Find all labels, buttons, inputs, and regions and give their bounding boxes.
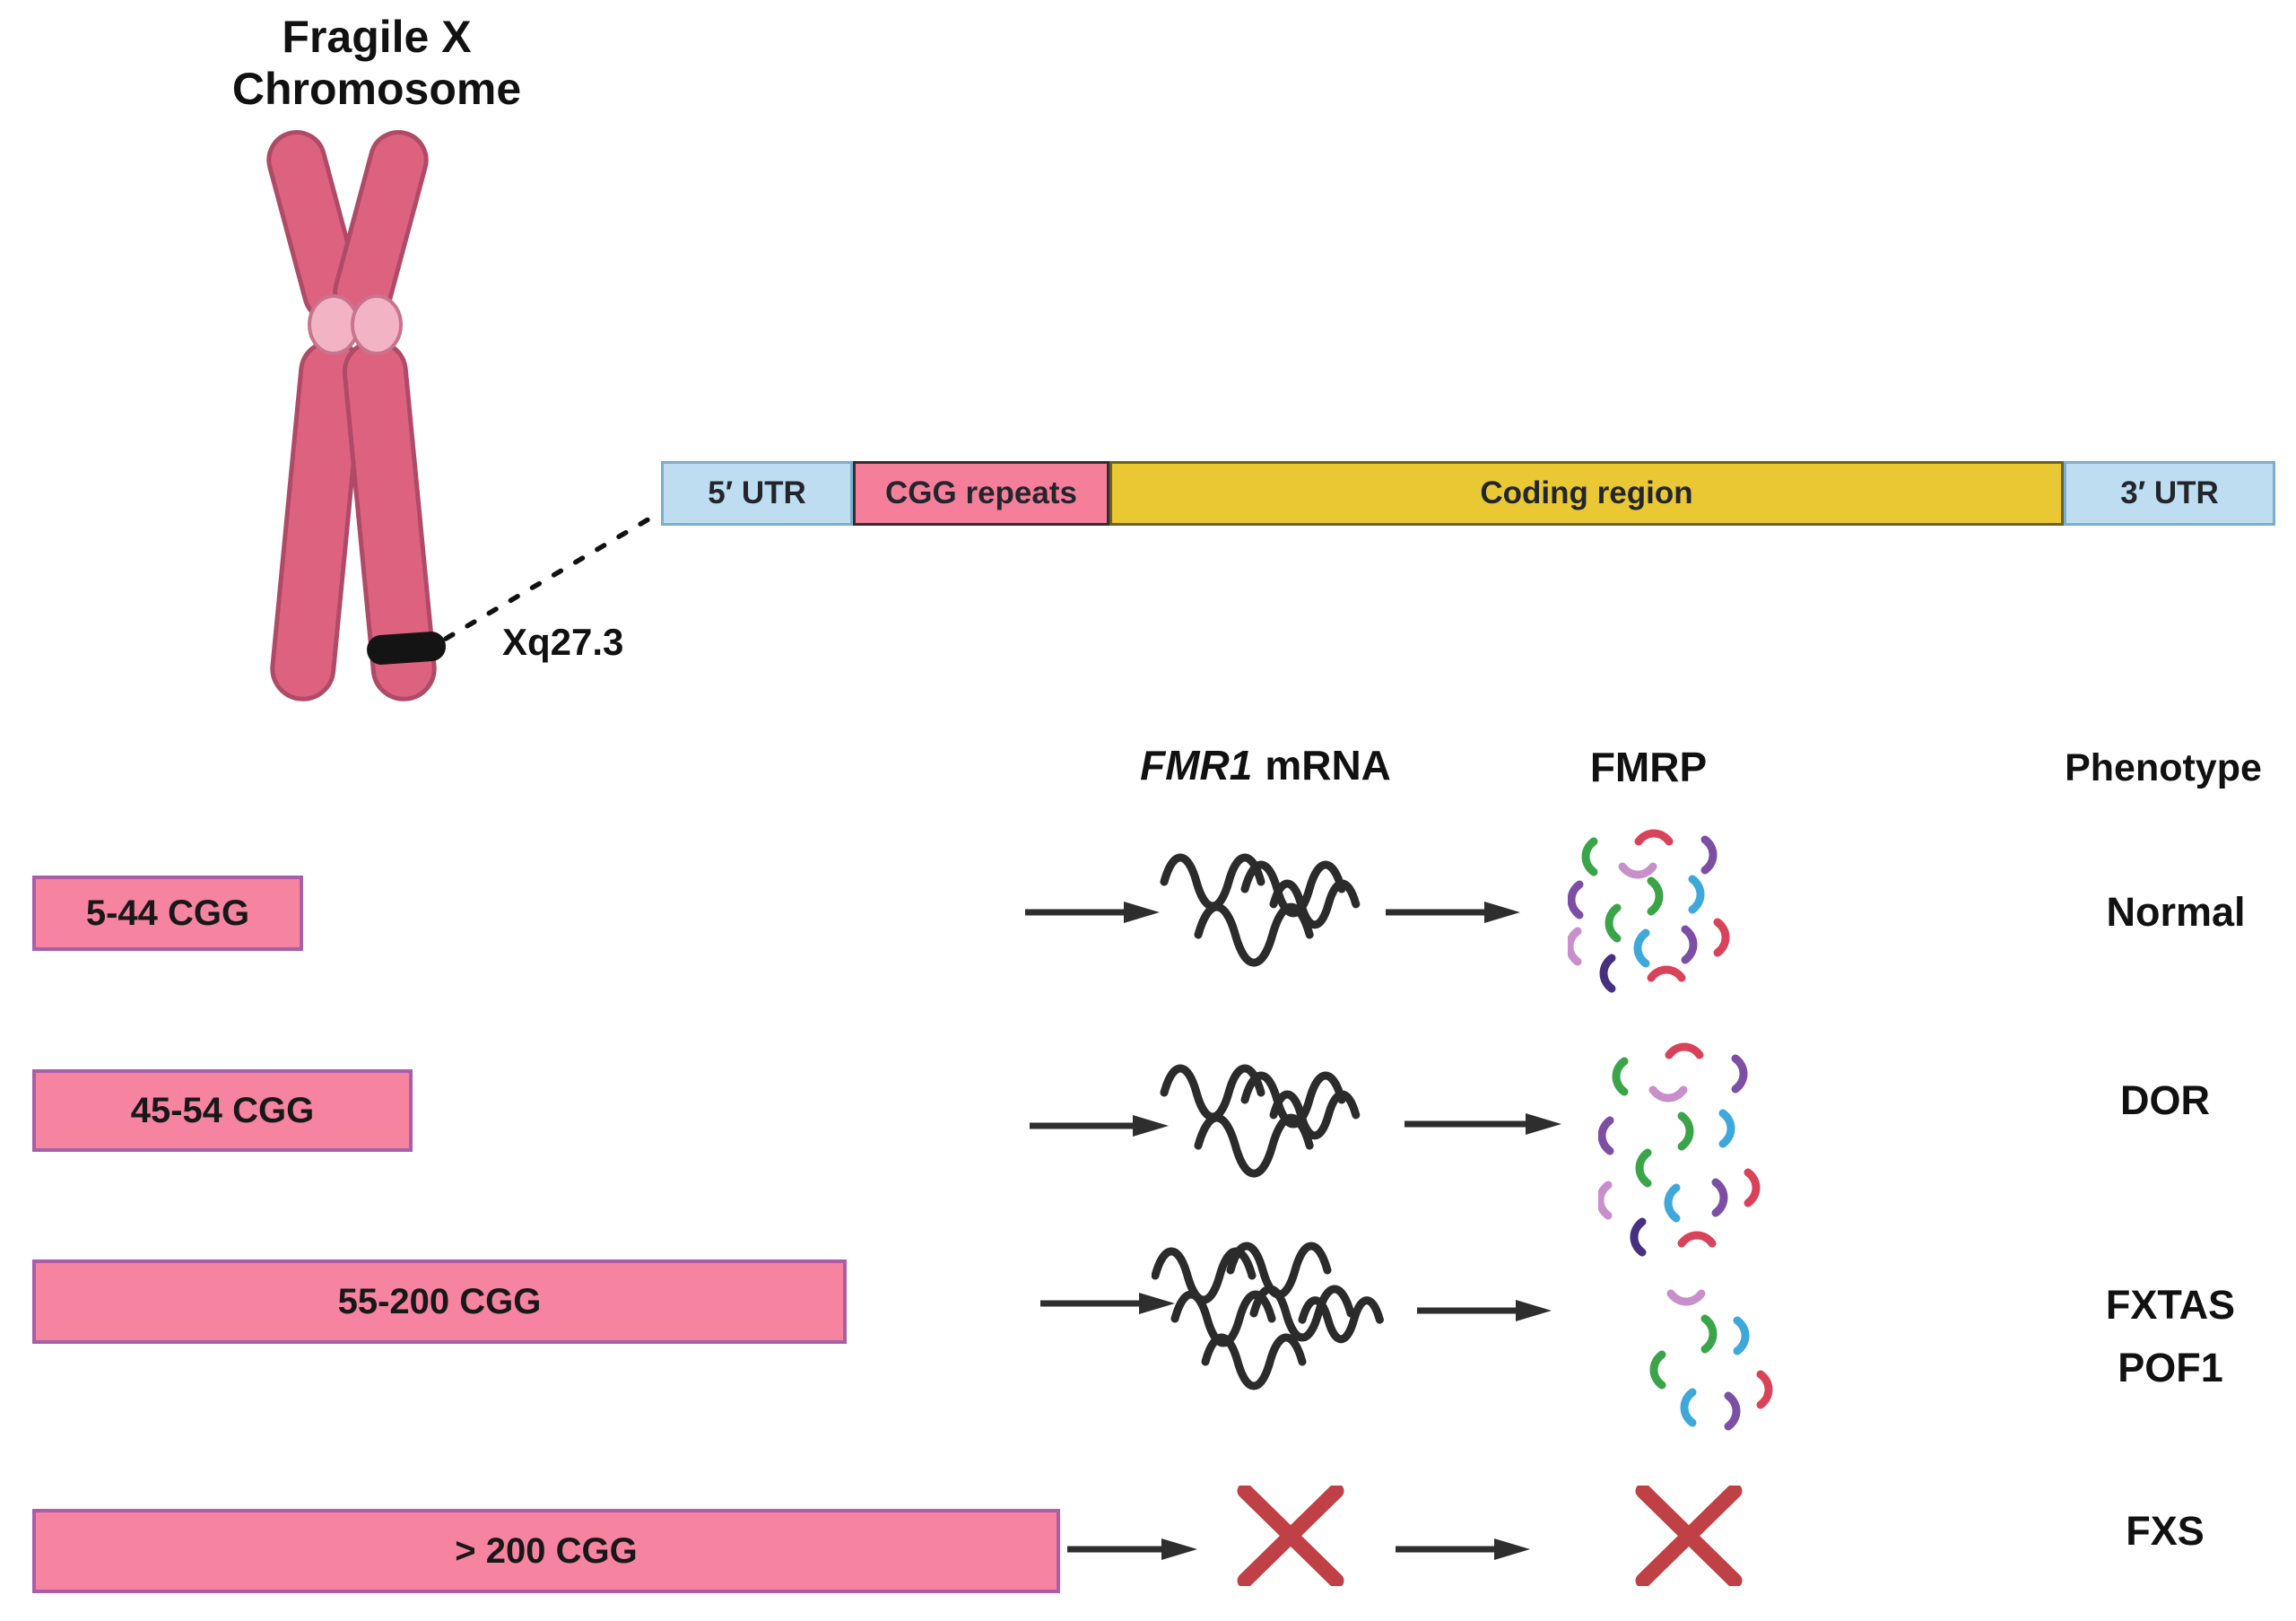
phenotype-fxs: FXS [2126, 1508, 2205, 1554]
phenotype-fxtas: FXTAS [2105, 1282, 2236, 1328]
x-chromosome-illustration [242, 117, 466, 736]
arrow-icon [1386, 901, 1520, 924]
fmrp-protein-cluster-normal [1568, 825, 1738, 996]
figure-title-line2: Chromosome [231, 64, 522, 114]
arrow-icon [1067, 1538, 1197, 1561]
arrow-icon [1040, 1292, 1175, 1315]
arrow-icon [1405, 1112, 1561, 1136]
mrna-squiggle-premutation [1152, 1240, 1412, 1397]
repeat-bar-45-54: 45-54 CGG [32, 1069, 413, 1152]
gene-segment-coding-region: Coding region [1109, 461, 2064, 526]
repeat-bar-over-200: > 200 CGG [32, 1509, 1060, 1593]
centromere-left [308, 294, 360, 355]
arrow-icon [1396, 1538, 1530, 1561]
phenotype-dor: DOR [2120, 1077, 2210, 1123]
centromere-right [351, 294, 403, 355]
repeat-bar-55-200: 55-200 CGG [32, 1259, 847, 1344]
phenotype-normal: Normal [2106, 889, 2246, 935]
gene-segment-3utr: 3′ UTR [2064, 461, 2275, 526]
mrna-squiggle-dor [1159, 1059, 1365, 1180]
phenotype-fxtas-pof1: FXTAS POF1 [2106, 1274, 2235, 1399]
arrow-icon [1025, 901, 1160, 924]
figure-title-line1: Fragile X [282, 12, 472, 62]
fmr1-gene-bar: 5′ UTR CGG repeats Coding region 3′ UTR [661, 461, 2275, 526]
figure-title: Fragile X Chromosome [232, 11, 521, 115]
fmrp-protein-cluster-reduced [1636, 1277, 1775, 1457]
arrow-icon [1417, 1299, 1552, 1322]
gene-segment-cgg-repeats: CGG repeats [853, 461, 1109, 526]
xq27-band [367, 632, 447, 665]
gene-segment-5utr: 5′ UTR [661, 461, 853, 526]
locus-label: Xq27.3 [502, 621, 624, 663]
no-fmrp-x-icon [1631, 1486, 1747, 1586]
column-header-fmr1-mrna: FMR1 mRNA [1140, 741, 1391, 789]
column-header-fmrp: FMRP [1589, 744, 1708, 790]
mrna-suffix: mRNA [1265, 742, 1391, 789]
arrow-icon [1030, 1114, 1169, 1137]
no-mrna-x-icon [1232, 1486, 1349, 1586]
x-chromosome-svg [266, 130, 447, 702]
mrna-squiggle-normal [1159, 848, 1365, 969]
fmr1-gene-name: FMR1 [1140, 742, 1253, 789]
column-header-phenotype: Phenotype [2065, 746, 2262, 789]
leader-dashed-line [430, 484, 668, 664]
fmrp-protein-cluster-dor [1598, 1039, 1769, 1268]
phenotype-pof1: POF1 [2118, 1345, 2223, 1390]
repeat-bar-5-44: 5-44 CGG [32, 876, 303, 951]
